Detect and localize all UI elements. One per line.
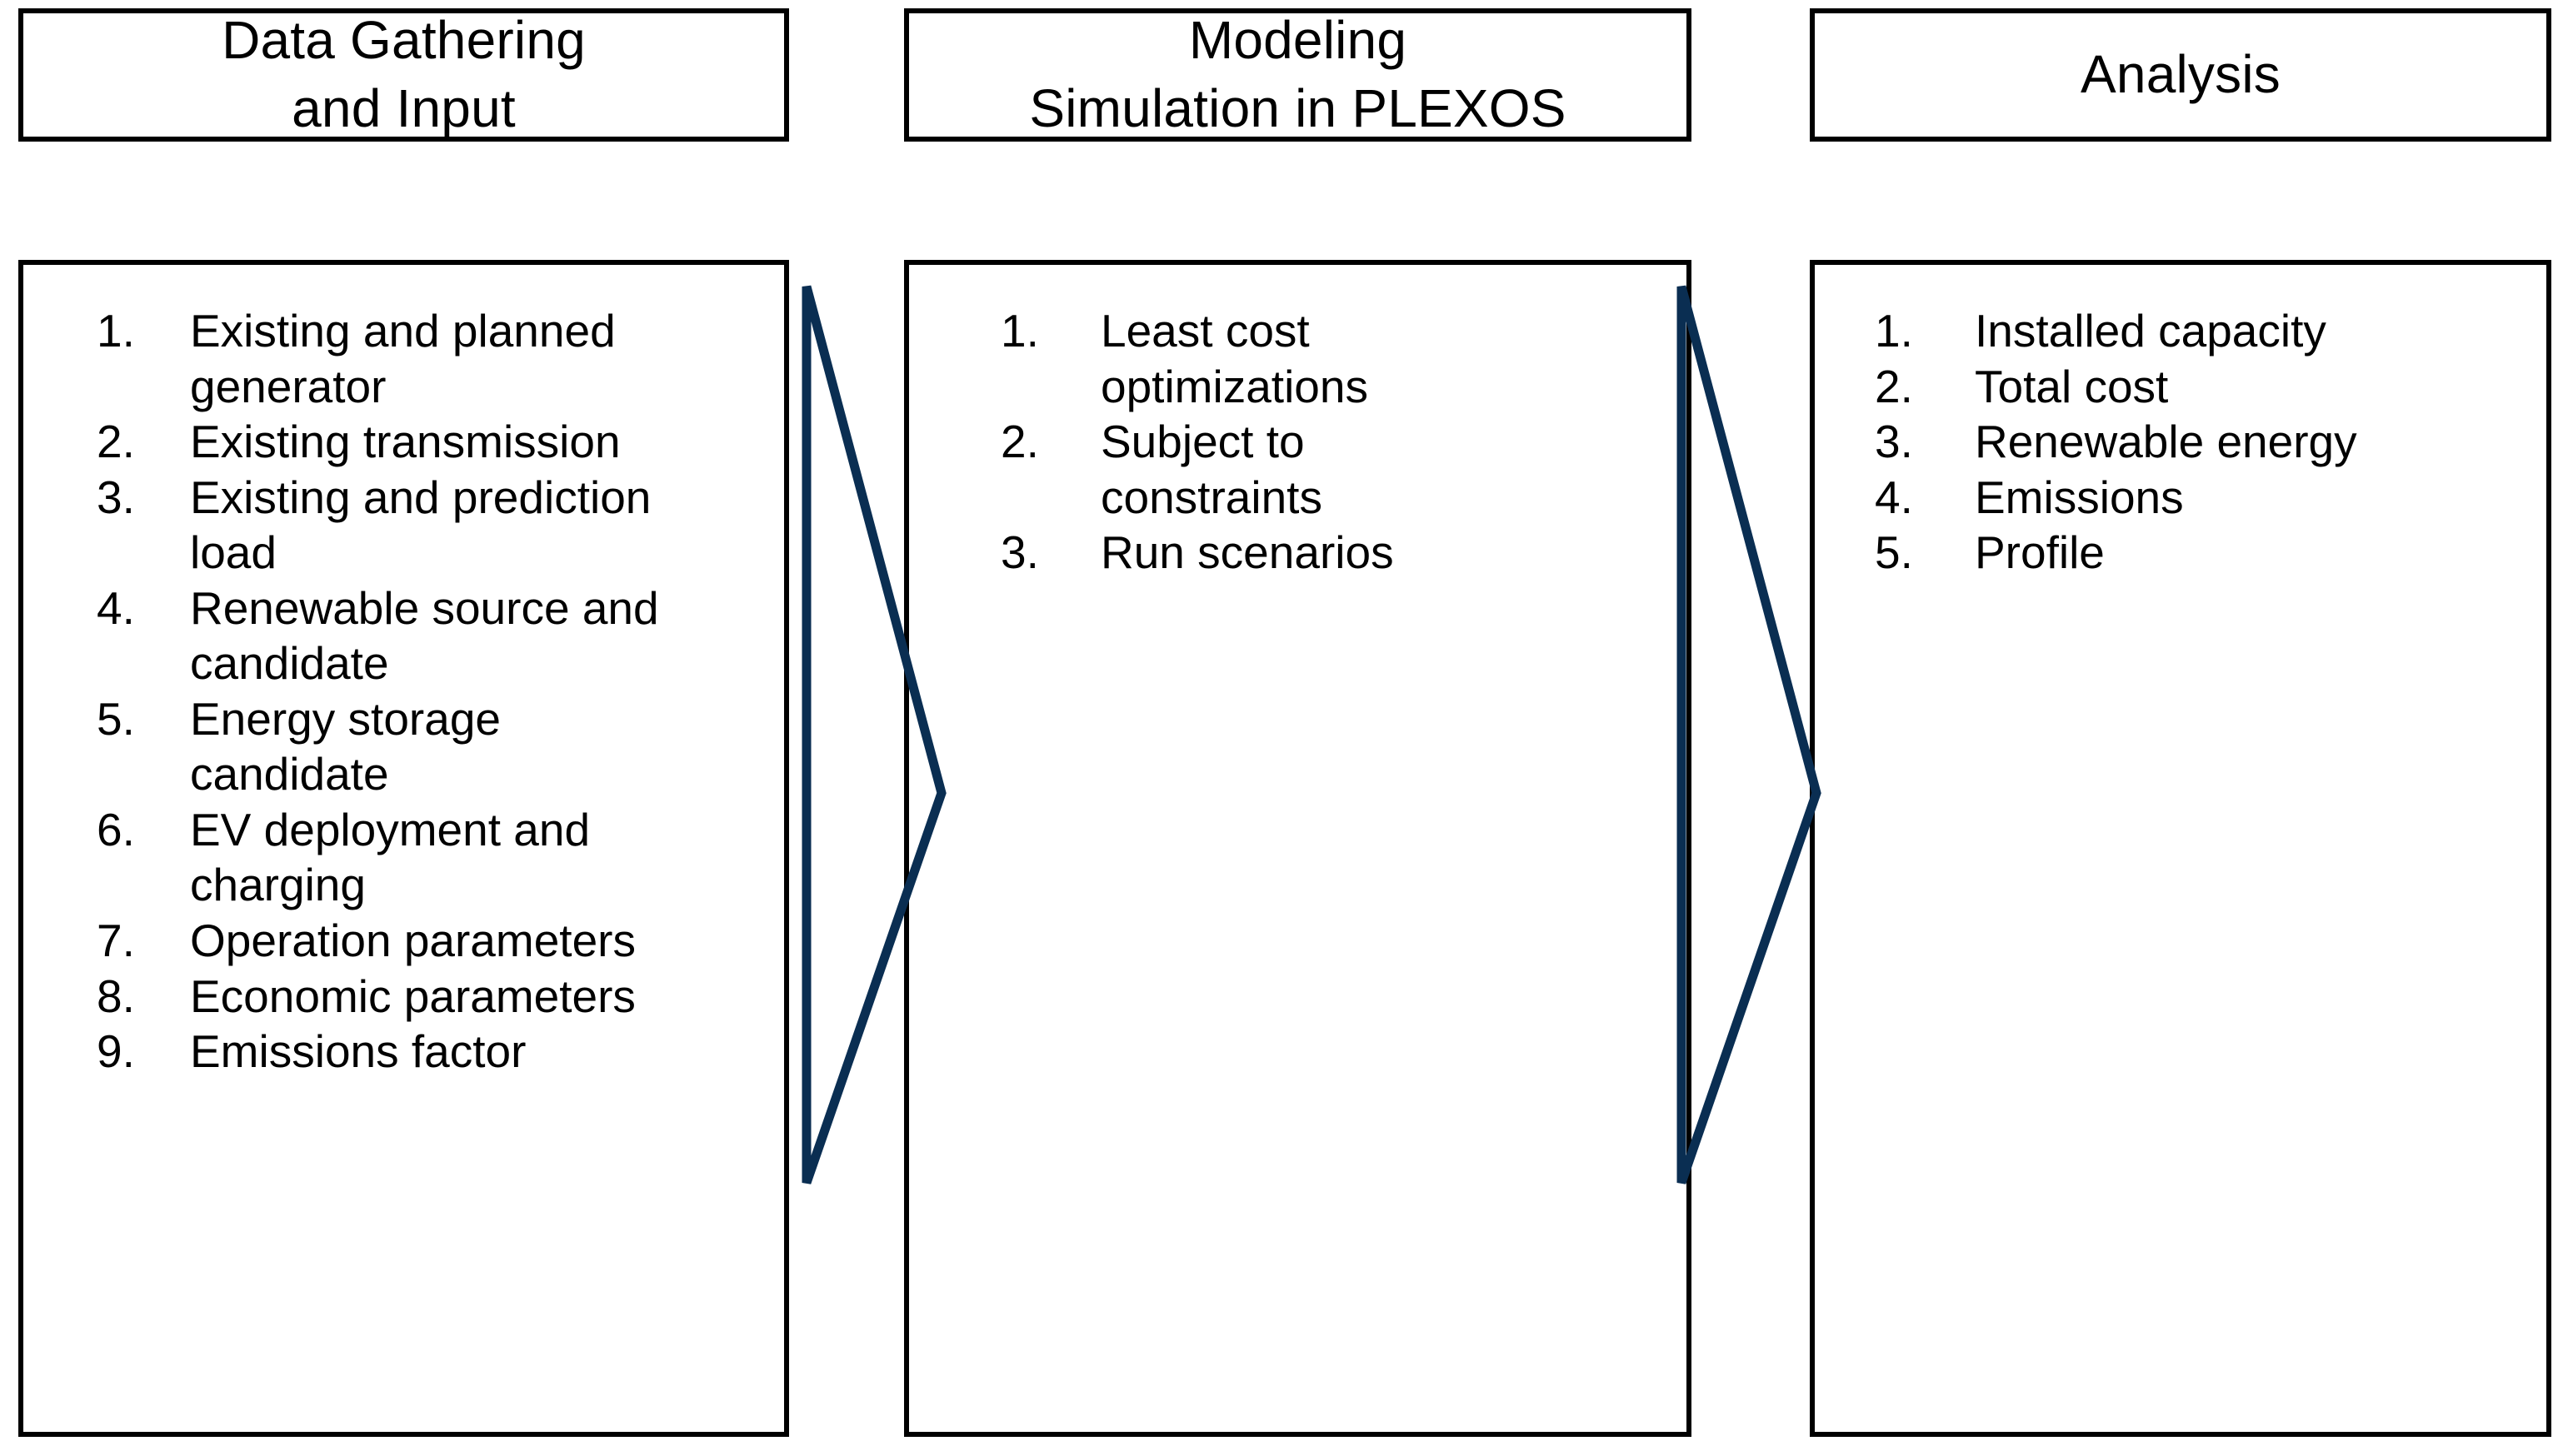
- stage-3-header-box: Analysis: [1810, 8, 2551, 142]
- list-item: 5. Profile: [1875, 525, 2523, 581]
- arrow-stage2-to-stage3-icon: [1675, 275, 1829, 1195]
- list-item-label: Existing and prediction load: [190, 471, 652, 579]
- list-item-number: 5.: [97, 692, 135, 745]
- list-item-label: Least cost optimizations: [1101, 305, 1368, 412]
- list-item-label: EV deployment and charging: [190, 803, 591, 911]
- list-item: 1. Existing and planned generator: [97, 303, 761, 414]
- list-item: 3. Existing and prediction load: [97, 470, 761, 581]
- list-item-number: 3.: [1001, 526, 1039, 579]
- stage-3-body-box: 1. Installed capacity 2. Total cost 3. R…: [1810, 260, 2551, 1437]
- list-item-number: 2.: [1875, 360, 1913, 412]
- list-item-number: 9.: [97, 1025, 135, 1078]
- list-item-number: 7.: [97, 915, 135, 967]
- list-item-label: Run scenarios: [1101, 526, 1394, 579]
- list-item-number: 8.: [97, 970, 135, 1022]
- list-item: 7. Operation parameters: [97, 913, 761, 969]
- list-item-number: 5.: [1875, 526, 1913, 579]
- list-item: 8. Economic parameters: [97, 969, 761, 1025]
- list-item-number: 1.: [97, 305, 135, 357]
- list-item: 1. Least cost optimizations: [1001, 303, 1663, 414]
- list-item-label: Profile: [1975, 526, 2105, 579]
- list-item-label: Installed capacity: [1975, 305, 2326, 357]
- list-item-number: 3.: [1875, 416, 1913, 468]
- list-item: 1. Installed capacity: [1875, 303, 2523, 359]
- list-item: 4. Renewable source and candidate: [97, 581, 761, 691]
- list-item-number: 4.: [1875, 471, 1913, 523]
- stage-3-title: Analysis: [2081, 44, 2281, 105]
- stage-1-body-box: 1. Existing and planned generator 2. Exi…: [18, 260, 789, 1437]
- list-item-number: 1.: [1875, 305, 1913, 357]
- list-item: 3. Run scenarios: [1001, 525, 1663, 581]
- list-item-label: Energy storage candidate: [190, 692, 501, 800]
- list-item: 5. Energy storage candidate: [97, 691, 761, 802]
- stage-1-list: 1. Existing and planned generator 2. Exi…: [23, 265, 784, 1080]
- stage-1-header-box: Data Gathering and Input: [18, 8, 789, 142]
- list-item-number: 6.: [97, 803, 135, 855]
- list-item-number: 2.: [97, 416, 135, 468]
- list-item-number: 2.: [1001, 416, 1039, 468]
- list-item: 2. Total cost: [1875, 359, 2523, 415]
- list-item-label: Existing and planned generator: [190, 305, 616, 412]
- list-item-label: Renewable energy: [1975, 416, 2357, 468]
- list-item-label: Existing transmission: [190, 416, 621, 468]
- stage-3-list: 1. Installed capacity 2. Total cost 3. R…: [1815, 265, 2546, 581]
- list-item: 6. EV deployment and charging: [97, 802, 761, 913]
- stage-2-body-box: 1. Least cost optimizations 2. Subject t…: [904, 260, 1691, 1437]
- list-item-label: Operation parameters: [190, 915, 636, 967]
- stage-2-header-box: Modeling Simulation in PLEXOS: [904, 8, 1691, 142]
- list-item: 9. Emissions factor: [97, 1024, 761, 1080]
- list-item: 2. Subject to constraints: [1001, 414, 1663, 525]
- list-item-number: 4.: [97, 581, 135, 634]
- list-item-label: Renewable source and candidate: [190, 581, 659, 690]
- list-item-label: Economic parameters: [190, 970, 636, 1022]
- list-item-number: 3.: [97, 471, 135, 523]
- stage-2-title: Modeling Simulation in PLEXOS: [1029, 10, 1566, 138]
- list-item-label: Subject to constraints: [1101, 416, 1322, 523]
- list-item-label: Emissions: [1975, 471, 2184, 523]
- list-item: 2. Existing transmission: [97, 414, 761, 470]
- list-item-label: Emissions factor: [190, 1025, 527, 1078]
- list-item: 4. Emissions: [1875, 470, 2523, 526]
- stage-1-title: Data Gathering and Input: [222, 10, 586, 138]
- stage-2-list: 1. Least cost optimizations 2. Subject t…: [909, 265, 1686, 581]
- list-item-number: 1.: [1001, 305, 1039, 357]
- list-item-label: Total cost: [1975, 360, 2169, 412]
- list-item: 3. Renewable energy: [1875, 414, 2523, 470]
